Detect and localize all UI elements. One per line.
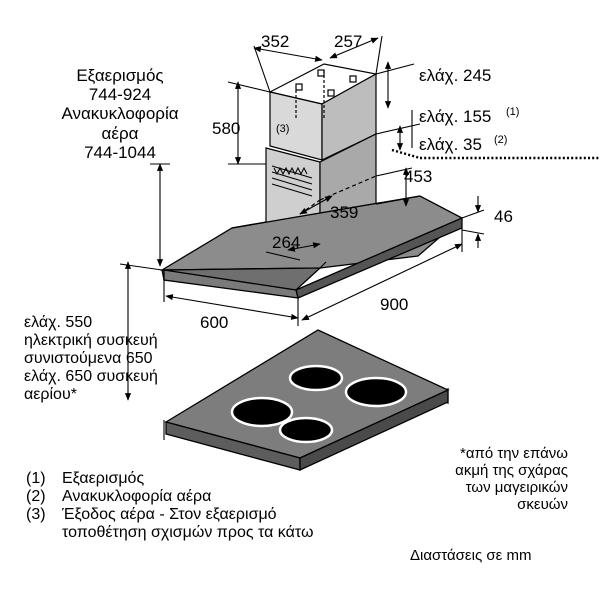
dim-359: 359 [330,203,359,222]
dim-min-35: ελάχ. 35 [419,135,482,154]
legend-text: Εξαερισμός [62,470,145,487]
legend-item: τοποθέτηση σχισμών προς τα κάτω [26,524,313,542]
dim-min-155: ελάχ. 155 [419,107,492,126]
air-outlet-slots [271,165,313,197]
legend-num: (1) [26,470,46,487]
chimney-upper [268,63,378,161]
burner-front-left [230,396,294,428]
legend-text: τοποθέτηση σχισμών προς τα κάτω [62,524,314,542]
height-line-5: 744-1044 [84,142,156,162]
dim-352: 352 [261,32,290,51]
footnote-line-3: των μαγειρικών [465,478,568,496]
dim-453: 453 [404,167,433,186]
burner-rear-right [344,376,408,408]
dim-min-245: ελάχ. 245 [419,66,492,85]
dim-min-155-note: (1) [506,106,520,118]
legend-item: (1) Εξαερισμός [26,470,313,488]
footnote-block: *από την επάνω ακμή της σχάρας των μαγει… [412,445,568,514]
clearance-line-4: ελάχ. 650 συσκευή [24,368,158,386]
legend: (1) Εξαερισμός (2) Ανακυκλοφορία αέρα (3) Έ… [26,470,313,542]
dim-580: 580 [212,119,241,138]
clearance-line-5: αερίου* [24,386,77,404]
dim-900: 900 [380,295,409,314]
height-line-3: Ανακυκλοφορία [61,104,179,124]
footnote-line-2: ακμή της σχάρας [455,461,568,479]
legend-item: (2) Ανακυκλοφορία αέρα [26,488,313,506]
legend-num: (2) [26,488,46,506]
footnote-line-4: σκευών [517,495,568,513]
clearance-block: ελάχ. 550 ηλεκτρική συσκευή συνιστούμενα… [24,314,158,404]
dim-600: 600 [200,313,229,332]
burners [230,364,408,444]
clearance-line-2: ηλεκτρική συσκευή [24,332,158,350]
dim-min-35-note: (2) [494,134,508,146]
dim-46: 46 [494,207,513,226]
legend-num: (3) [26,506,46,524]
height-block: Εξαερισμός 744-924 Ανακυκλοφορία αέρα 74… [42,66,198,162]
dimension-lines [119,35,600,440]
height-line-4: αέρα [101,123,139,143]
clearance-line-3: συνιστούμενα 650 [24,350,153,368]
footnote-line-1: *από την επάνω [459,445,568,462]
dim-257: 257 [334,32,363,51]
legend-item: (3) Έξοδος αέρα - Στον εξαερισμό [26,506,313,524]
burner-rear-left [288,364,344,392]
units-note: Διαστάσεις σε mm [410,547,532,564]
burner-front-right [278,416,334,444]
legend-text: Ανακυκλοφορία αέρα [62,488,212,506]
callout-3: (3) [276,123,290,135]
height-line-1: Εξαερισμός [76,66,164,85]
legend-text: Έξοδος αέρα - Στον εξαερισμό [62,506,277,524]
cooktop [164,329,450,472]
dim-264: 264 [272,233,301,252]
clearance-line-1: ελάχ. 550 [24,314,93,331]
height-line-2: 744-924 [88,85,152,105]
